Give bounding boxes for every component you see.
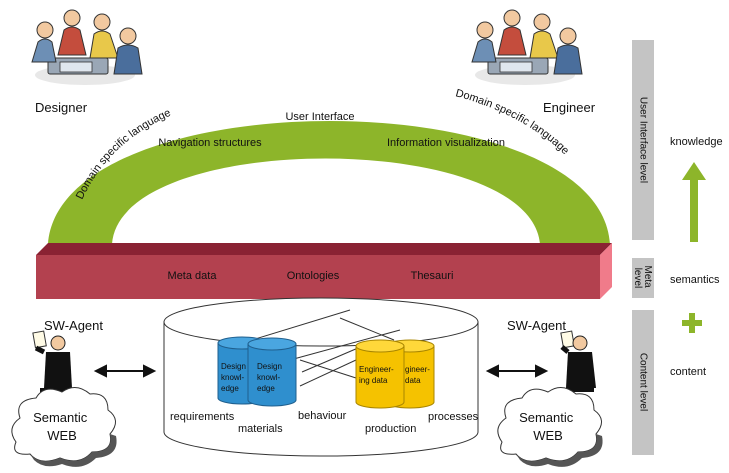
left-agent-figure: [32, 330, 72, 392]
knowledge-label: knowledge: [670, 136, 723, 148]
engineering-data-cylinder-front: [355, 339, 405, 409]
meta-level-label: Meta level: [632, 265, 653, 290]
left-bidirectional-arrow: [93, 364, 157, 378]
designer-people-illustration: [31, 9, 143, 85]
db-label-requirements: requirements: [170, 411, 235, 423]
left-cloud-label: Semantic WEB: [33, 410, 91, 443]
meta-item-thesauri: Thesauri: [411, 270, 454, 282]
up-arrow-icon: [682, 162, 706, 242]
right-agent-figure: [560, 330, 596, 392]
db-label-production: production: [365, 423, 416, 435]
content-label: content: [670, 366, 706, 378]
arch-right-inner-label: Information visualization: [387, 137, 505, 149]
db-label-materials: materials: [238, 423, 283, 435]
engineer-label: Engineer: [543, 100, 596, 115]
designer-label: Designer: [35, 100, 88, 115]
plus-icon: [682, 313, 702, 333]
db-label-behaviour: behaviour: [298, 410, 347, 422]
right-cloud-label: Semantic WEB: [519, 410, 577, 443]
meta-item-ontologies: Ontologies: [287, 270, 340, 282]
right-agent-label: SW-Agent: [507, 318, 566, 333]
engineer-people-illustration: [471, 9, 583, 85]
user-interface-level-bar: [632, 40, 654, 240]
content-level-label: Content level: [637, 353, 648, 411]
design-knowledge-back-label: Design knowl- edge: [221, 362, 248, 393]
design-knowledge-cylinder-front: [247, 337, 297, 407]
meta-item-meta-data: Meta data: [168, 270, 218, 282]
arch-top-label: User Interface: [285, 111, 354, 123]
meta-level-bar: [36, 243, 612, 299]
content-level-bar: [632, 310, 654, 455]
design-knowledge-front-label: Design knowl- edge: [257, 362, 284, 393]
user-interface-arch: [48, 121, 610, 244]
engineering-data-front-label: Engineer- ing data: [359, 365, 396, 385]
db-label-processes: processes: [428, 411, 479, 423]
arch-left-inner-label: Navigation structures: [158, 137, 262, 149]
right-semantic-web-cloud: [497, 387, 603, 467]
meta-level-bar-side: [632, 258, 654, 298]
database-link-lines: [251, 309, 401, 387]
left-agent-label: SW-Agent: [44, 318, 103, 333]
semantics-label: semantics: [670, 274, 720, 286]
left-semantic-web-cloud: [11, 387, 117, 467]
right-bidirectional-arrow: [485, 364, 549, 378]
engineering-data-back-label: gineer- data: [405, 365, 432, 385]
user-interface-level-label: User Interface level: [637, 97, 648, 183]
